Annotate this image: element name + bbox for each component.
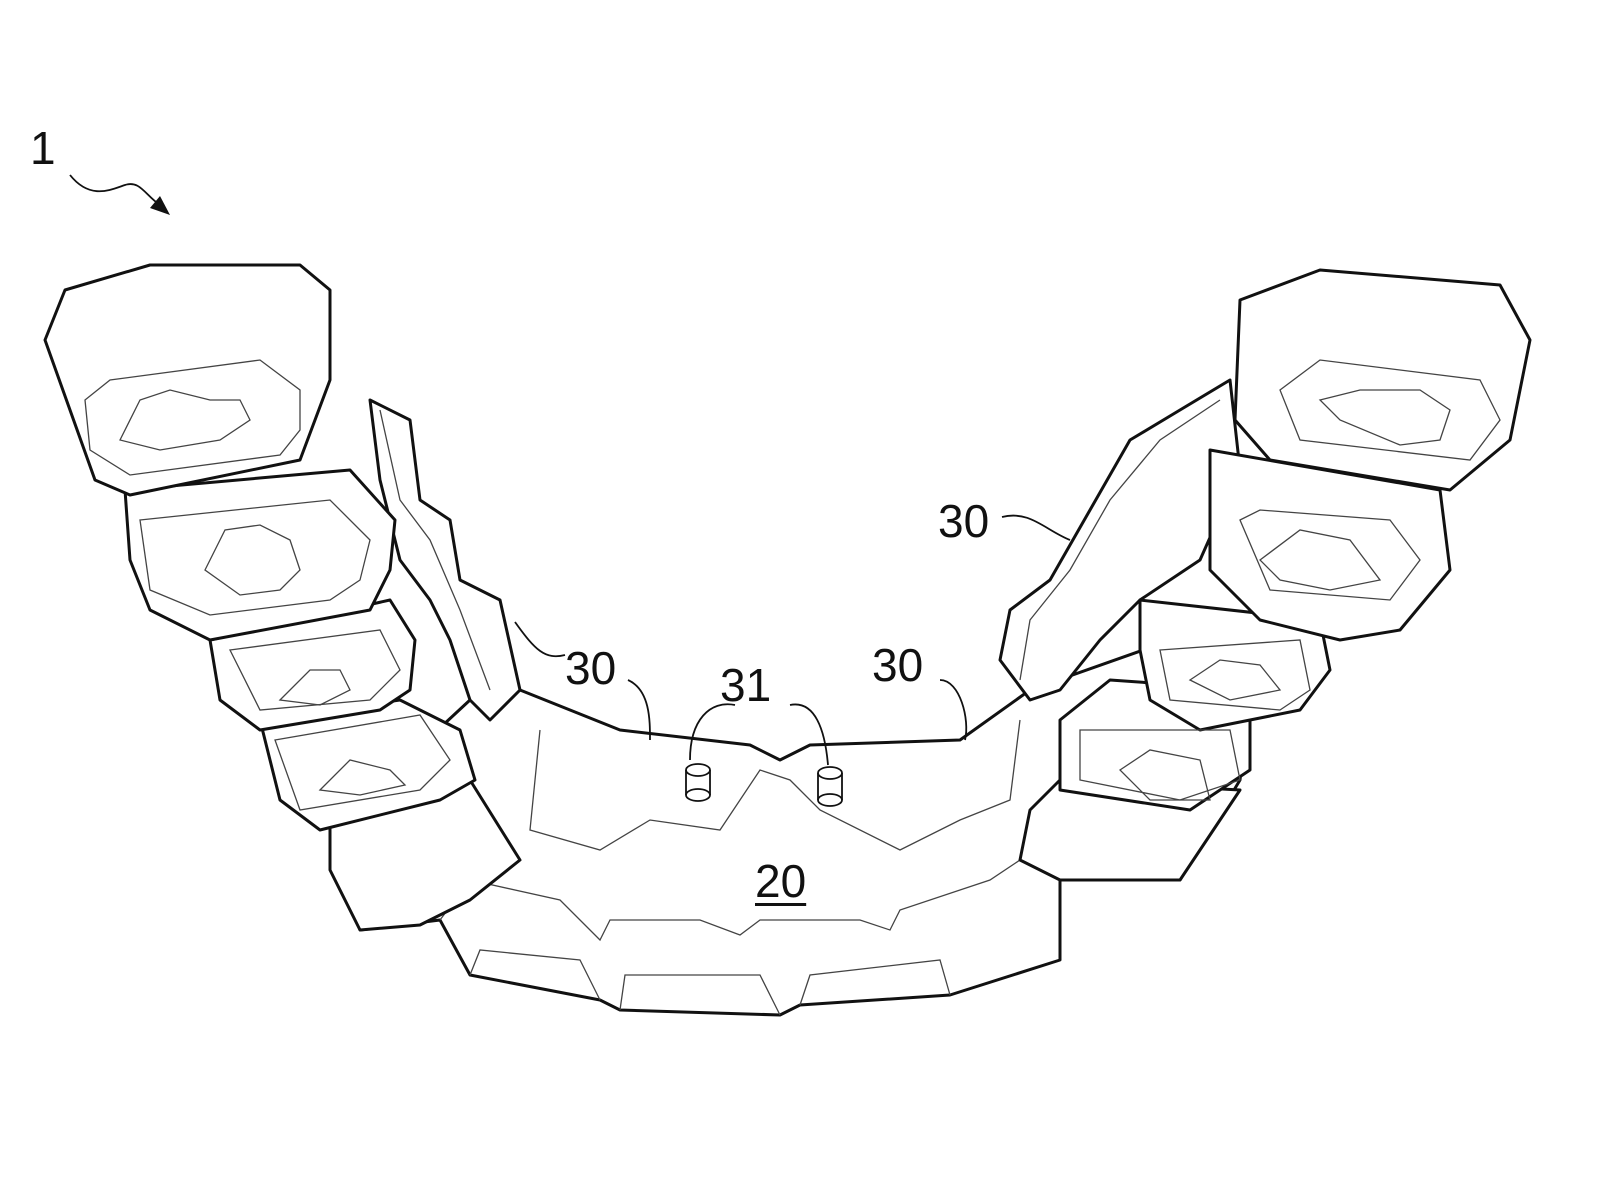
base-scallops-lower: [469, 949, 951, 1016]
pins-31: [685, 763, 843, 807]
left-teeth: [43, 263, 522, 932]
leader-30-right-lower: [939, 679, 968, 741]
label-20: 20: [755, 855, 807, 907]
leader-31-right: [789, 703, 829, 766]
label-31: 31: [720, 659, 772, 711]
ridge-left: [368, 398, 522, 722]
leader-30-left-lower: [627, 679, 651, 741]
ridge-right-inner: [1019, 399, 1221, 681]
right-teeth: [1018, 268, 1532, 882]
label-30: 30: [938, 495, 990, 547]
ridge-left-inner: [379, 409, 491, 691]
leader-31-left: [689, 703, 736, 761]
leader-30-left: [514, 621, 566, 658]
leader-line-1: [69, 174, 161, 206]
ridge-right: [998, 378, 1242, 702]
arrowhead-icon: [150, 196, 170, 215]
label-30: 30: [872, 639, 924, 691]
base-scallops: [439, 859, 1021, 942]
leader-30-right-upper: [1001, 514, 1071, 541]
label-30: 30: [565, 642, 617, 694]
base-inner-contour: [529, 719, 1021, 851]
label-1: 1: [30, 122, 56, 174]
